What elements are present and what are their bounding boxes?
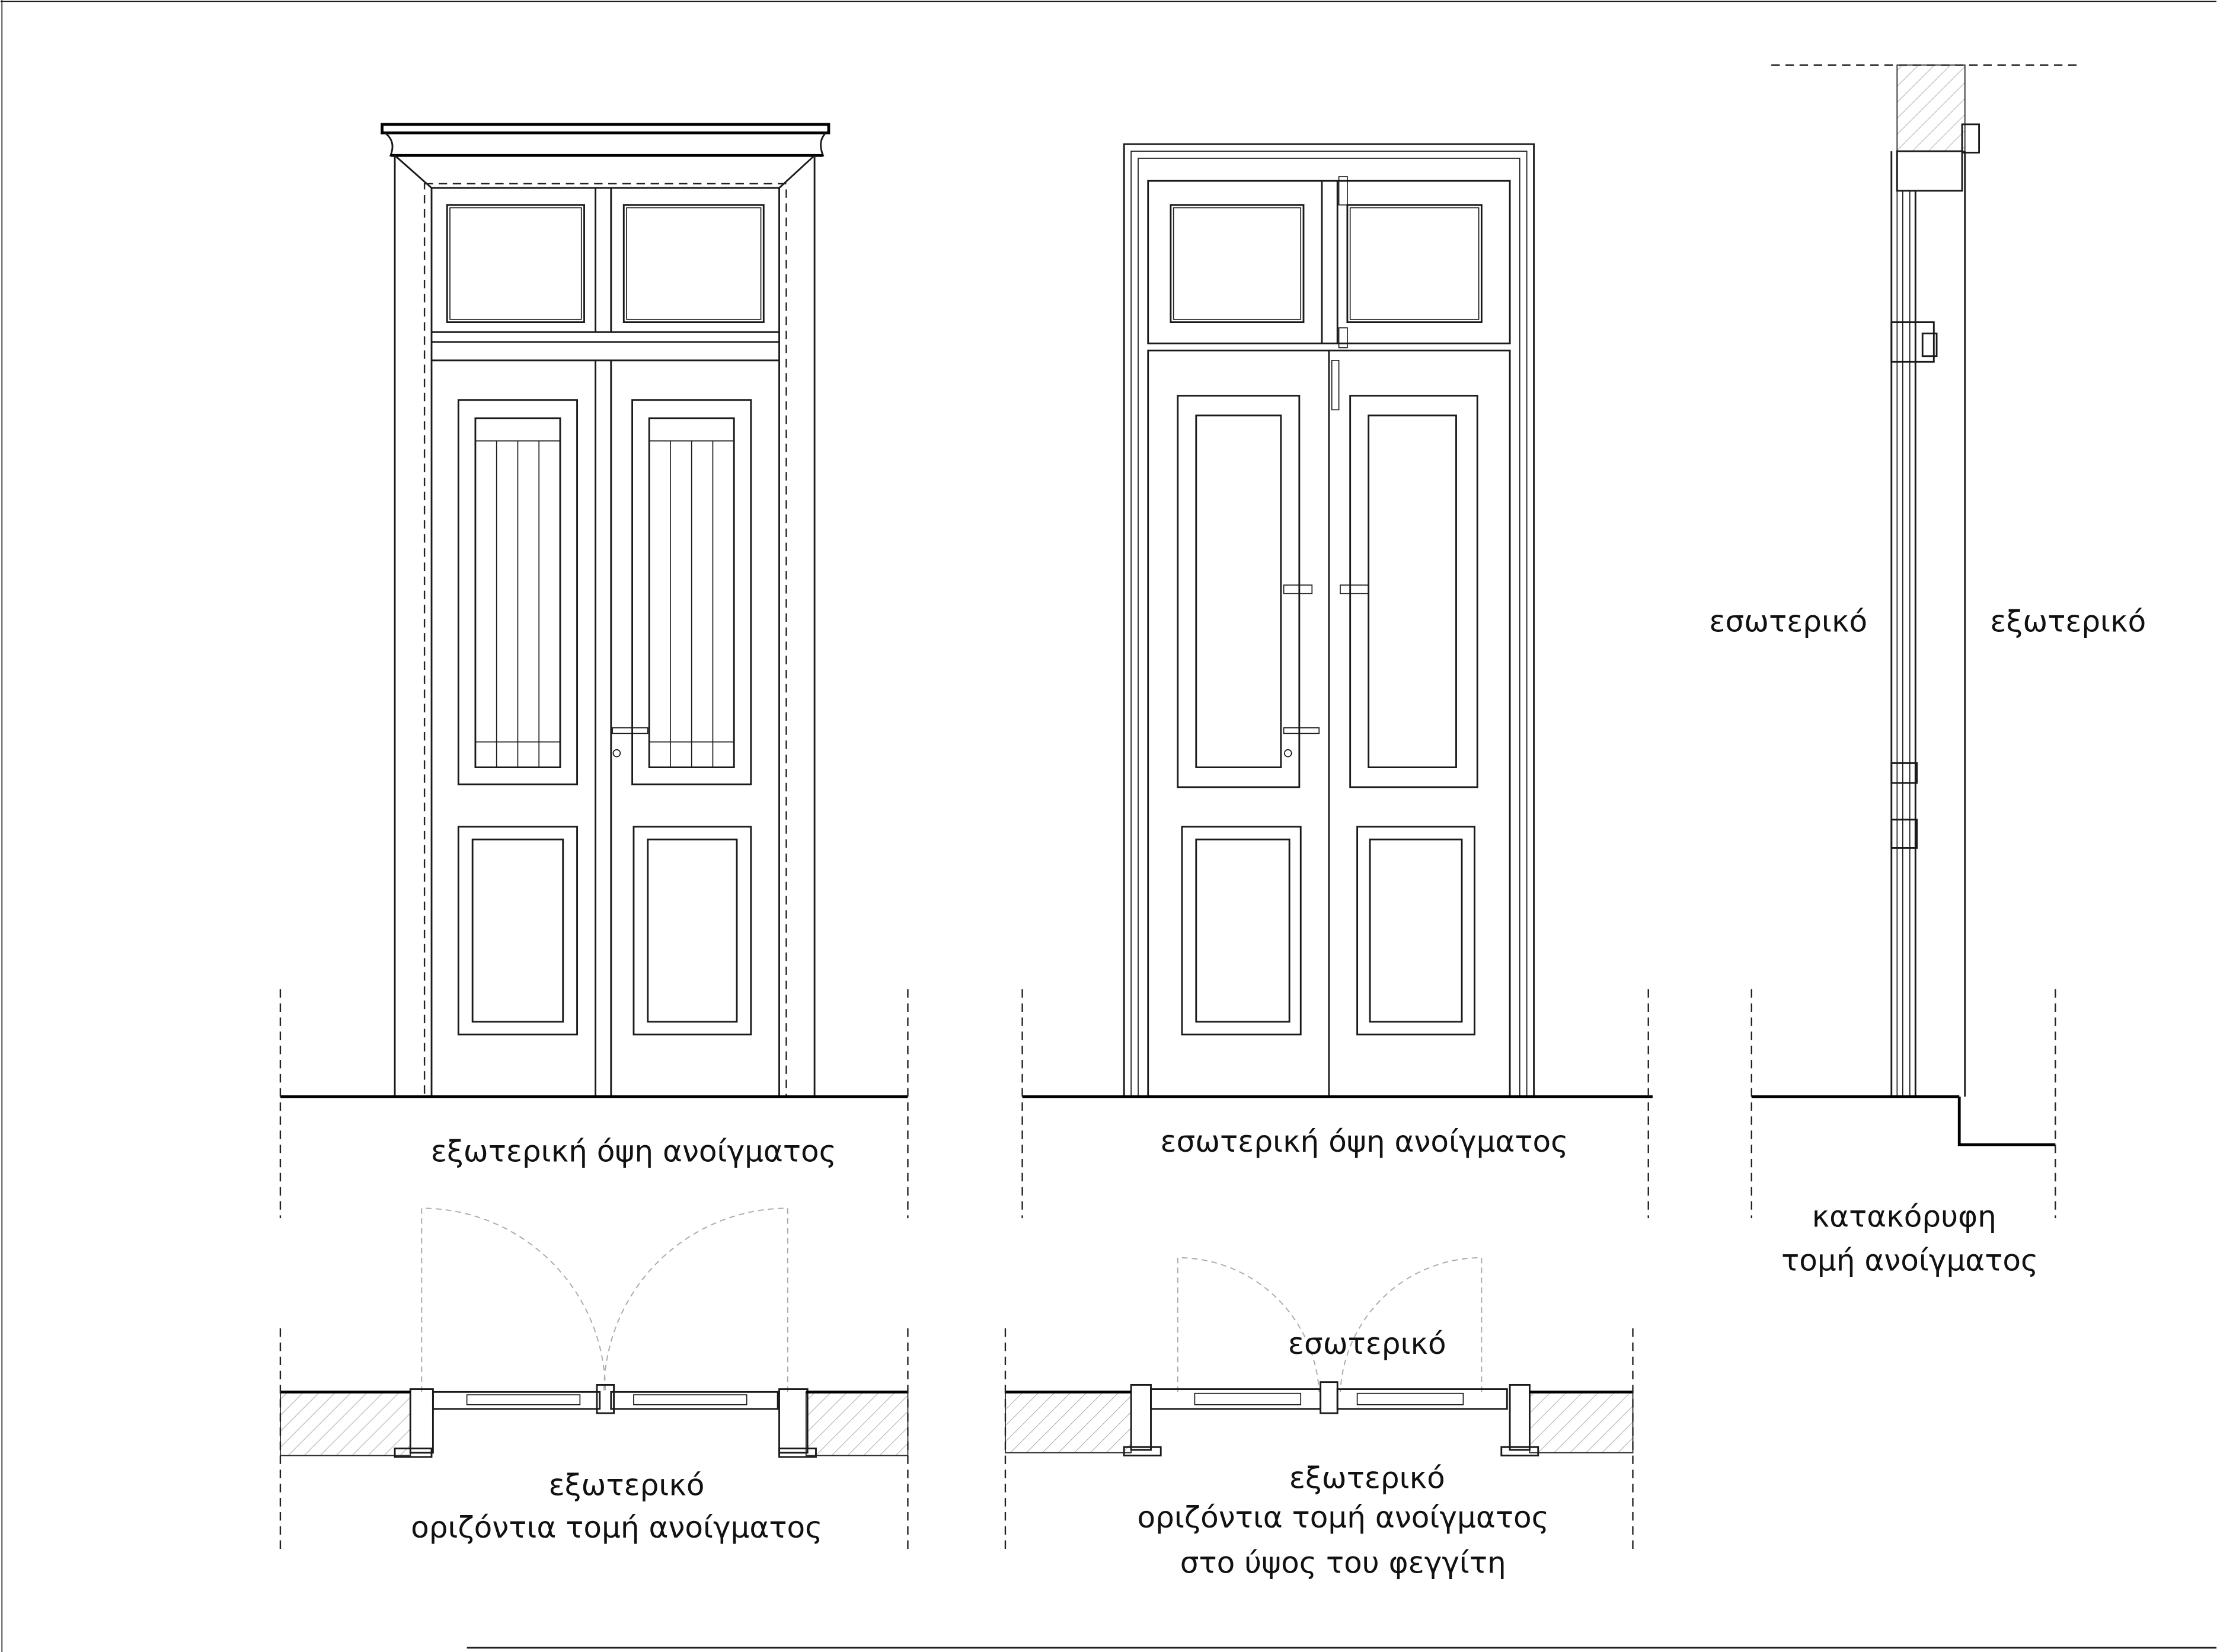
plan2-title-2: στο ύψος του φεγγίτη [1180, 1545, 1506, 1580]
exterior-elevation-title: εξωτερική όψη ανοίγματος [431, 1135, 836, 1169]
interior-elevation-door [1021, 143, 1653, 1219]
door-bolt-icon [1283, 584, 1369, 758]
plan2-interior-label: εσωτερικό [1288, 1327, 1446, 1361]
horizontal-section-plan [279, 1207, 909, 1555]
vertical-section-title-2: τομή ανοίγματος [1781, 1243, 2038, 1277]
plan1-exterior-label: εξωτερικό [549, 1468, 705, 1502]
section-exterior-label: εξωτερικό [1990, 605, 2146, 639]
interior-elevation-title: εσωτερική όψη ανοίγματος [1161, 1124, 1568, 1159]
section-interior-label: εσωτερικό [1709, 605, 1867, 639]
exterior-elevation-door [279, 123, 909, 1219]
plan2-exterior-label: εξωτερικό [1289, 1461, 1445, 1495]
vertical-section-title-1: κατακόρυφη [1812, 1199, 1996, 1234]
door-handle-icon [612, 727, 649, 758]
plan1-title: οριζόντια τομή ανοίγματος [411, 1510, 822, 1545]
vertical-section [1750, 64, 2078, 1219]
horizontal-section-plan-transom [1004, 1257, 1634, 1555]
plan2-title-1: οριζόντια τομή ανοίγματος [1138, 1500, 1549, 1535]
